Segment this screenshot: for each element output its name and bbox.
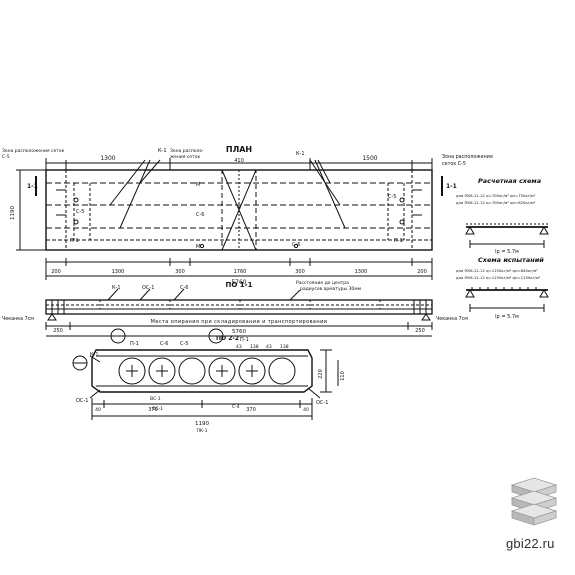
plan-mark-c6b: С-6 (292, 242, 300, 248)
section1-left-label: Чеканка 7см (2, 316, 34, 322)
plan-view (16, 158, 443, 280)
section1-dim-left: 250 (53, 328, 63, 334)
section1-dim-right: 250 (415, 328, 425, 334)
plan-bot-seg-3: 300 (175, 269, 185, 275)
section-marker-left: 1-1 (27, 183, 38, 190)
section2-mark-os1c: ОС-1 (316, 400, 328, 406)
section2-title: ПО 2-2 (216, 335, 239, 342)
section2-bot-dim-4: 40 (303, 407, 309, 413)
plan-inner-dim-1: 410 (234, 158, 244, 164)
plan-mark-c5a: С-5 (76, 209, 84, 215)
plan-mark-k1-left: К-1 (158, 148, 167, 154)
design-scheme-title: Расчетная схема (478, 177, 541, 185)
section2-mark-c6: С-6 (160, 341, 168, 347)
section2-footer-sub: ПК-1 (196, 428, 207, 434)
plan-mark-p1-right: П-1 (394, 238, 403, 244)
section1-mark-c6: С-6 (180, 285, 188, 291)
section-marker-right: 1-1 (446, 183, 457, 190)
plan-title: ПЛАН (226, 145, 252, 154)
plan-bot-seg-1: 200 (51, 269, 61, 275)
plan-mark-c5b: С-5 (388, 194, 396, 200)
test-scheme (465, 287, 549, 312)
design-scheme-line-1: для ПК6-12-12 q=700кг/м² qн=750кг/м² (456, 193, 536, 198)
plan-mark-c6a: С-6 (196, 212, 204, 218)
section2-top-dim-1: 43 (236, 344, 242, 350)
section1-note-top-1: Расстояние до центра (296, 280, 349, 286)
plan-mark-m2: М (196, 244, 200, 250)
section2-bot-dim-3: 370 (246, 407, 256, 413)
design-scheme-span: lp = 5.7м (495, 249, 519, 255)
design-scheme (465, 223, 549, 248)
section2-mark-p1a: П-1 (130, 341, 139, 347)
slabs-logo-icon (510, 477, 558, 526)
plan-right-note-1: Зона расположения (442, 154, 493, 160)
section2-top-dim-2: 138 (250, 344, 259, 350)
section2-height-dim-2: 110 (340, 371, 346, 381)
section1-mark-os1: ОС-1 (142, 285, 154, 291)
section2-mark-k1: К-1 (90, 352, 99, 358)
section1-right-label: Чеканка 7см (436, 316, 468, 322)
section1-mark-k1: К-1 (112, 285, 121, 291)
section2-top-dim-4: 138 (280, 344, 289, 350)
test-scheme-line-2: для ПК6-12-12 q=1150кг/м² qн=1150кг/м² (456, 275, 541, 280)
plan-bot-seg-2: 1300 (112, 269, 125, 275)
plan-bot-seg-5: 300 (295, 269, 305, 275)
section2-height-dim-1: 220 (318, 369, 324, 379)
plan-left-note-2: С-5 (2, 154, 10, 160)
plan-mesh-note-1: Зона располо- (170, 148, 204, 154)
longitudinal-section (45, 288, 433, 337)
plan-mesh-note-2: жения сеток (170, 155, 200, 160)
plan-mark-m1: М (196, 182, 200, 188)
plan-height-dim: 1190 (10, 206, 16, 220)
void-circles (118, 357, 296, 385)
plan-total-length: 5760 (231, 279, 246, 286)
plan-bot-seg-7: 200 (417, 269, 427, 275)
test-scheme-line-1: для ПК6-12-12 q=1150кг/м² qн=840кг/м² (456, 268, 538, 273)
plan-right-note-2: сеток С-5 (442, 161, 466, 167)
cross-section (72, 328, 339, 420)
plan-top-seg-1: 1300 (100, 155, 115, 162)
section2-width: 1190 (195, 421, 209, 427)
plan-left-note-1: Зона расположения сеток (2, 148, 65, 154)
section2-top-dim-3: 43 (266, 344, 272, 350)
section1-title: ПО 1-1 (226, 281, 253, 289)
section2-mark-bs1: ВС-1 (150, 396, 161, 402)
design-scheme-line-2: для ПК6-12-12 q=700кг/м² qн=620кг/м² (456, 200, 536, 205)
section2-bot-dim-1: 40 (95, 407, 101, 413)
section2-mark-c4: С-4 (232, 404, 240, 410)
section2-mark-os1b: ОС-1 (152, 406, 163, 412)
section1-length: 5760 (232, 329, 246, 335)
plan-mark-p1-left: П-1 (70, 238, 79, 244)
plan-top-seg-2: 1500 (362, 155, 377, 162)
section2-mark-os1a: ОС-1 (76, 398, 88, 404)
section2-bot-dim-2: 370 (148, 407, 158, 413)
section2-mark-p1b: П-1 (240, 337, 249, 343)
section2-mark-c5: С-5 (180, 341, 188, 347)
section1-supports-text: Места опирания при складировании и транс… (151, 319, 328, 325)
plan-bot-seg-4: 1760 (234, 269, 247, 275)
plan-bot-seg-6: 1300 (355, 269, 368, 275)
site-watermark[interactable]: gbi22.ru (506, 536, 555, 551)
section1-note-top-2: радиусов арматуры 30мм (300, 286, 361, 292)
test-scheme-title: Схема испытаний (478, 256, 544, 264)
plan-mark-k1-right: К-1 (296, 151, 305, 157)
test-scheme-span: lp = 5.7м (495, 314, 519, 320)
